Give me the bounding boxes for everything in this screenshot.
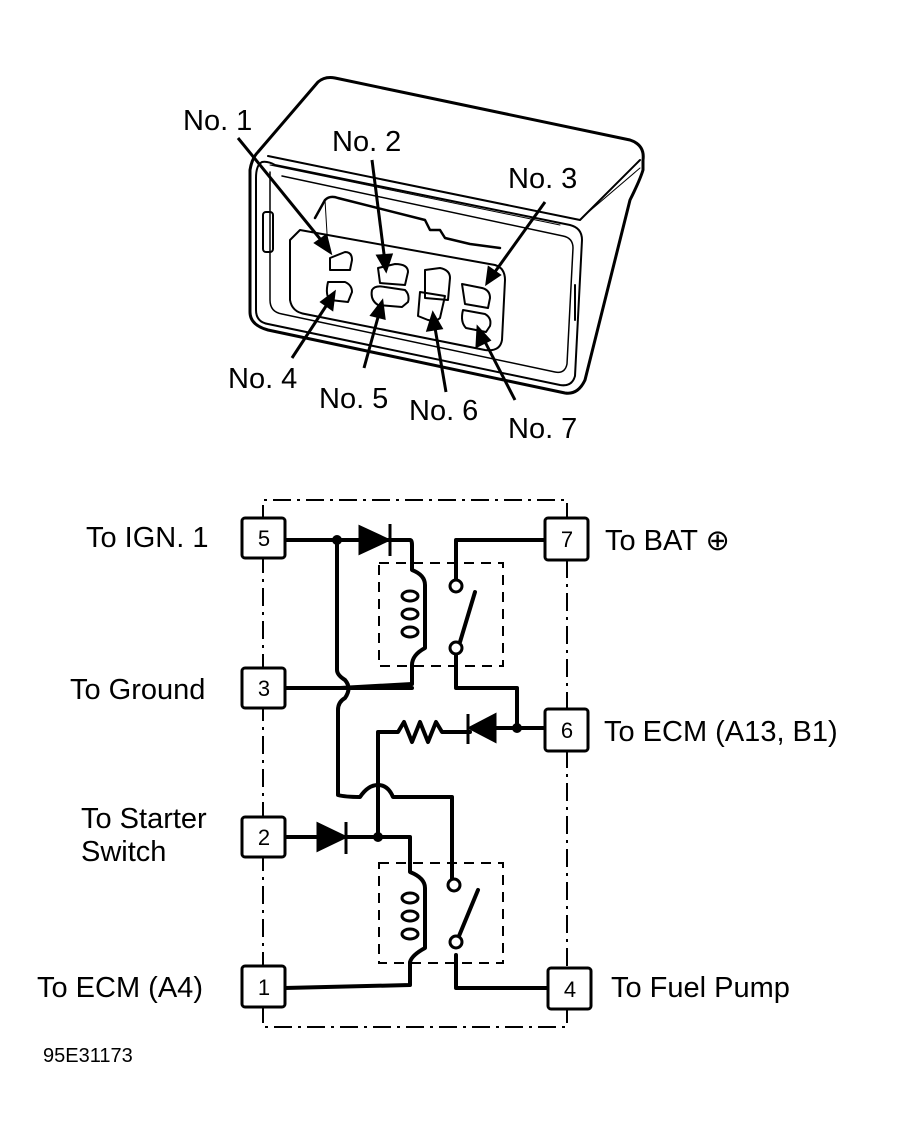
wire-relay1-to-pin6 (454, 650, 547, 730)
relay2-box (378, 862, 504, 964)
terminal-2-num: 2 (258, 825, 270, 850)
label-to-starter-switch-line2: Switch (81, 836, 167, 868)
relay2-contact-bottom (448, 934, 464, 950)
terminal-6-num: 6 (561, 718, 573, 743)
wire-resistor (376, 720, 472, 838)
terminal-3-num: 3 (258, 676, 270, 701)
pin-label-no7: No. 7 (508, 413, 578, 445)
relay1-coil (400, 589, 420, 603)
label-to-starter-switch-line1: To Starter (81, 803, 207, 835)
relay1-contact-bottom (448, 640, 464, 656)
terminal-5-num: 5 (258, 526, 270, 551)
relay1-switch-arm (458, 590, 477, 644)
terminal-5-box (240, 516, 287, 560)
relay2-contact-top (446, 877, 462, 893)
arrow-no1 (236, 137, 327, 246)
pin-label-no5: No. 5 (319, 383, 389, 415)
pin-label-no4: No. 4 (228, 363, 298, 395)
arrow-no3 (490, 201, 547, 277)
label-to-ign1: To IGN. 1 (86, 522, 209, 554)
wire-pin5-vertical (335, 538, 454, 882)
housing-front-face (255, 160, 583, 387)
terminal-2-box (240, 815, 287, 859)
terminal-4-num: 4 (564, 977, 576, 1002)
label-to-ecm-a13-b1: To ECM (A13, B1) (604, 716, 838, 748)
diode-pin6 (466, 712, 497, 744)
terminal-4-box (546, 966, 593, 1011)
pin-label-no1: No. 1 (183, 105, 253, 137)
diode-pin5 (358, 524, 392, 556)
housing-outline (248, 76, 645, 395)
terminal-7-num: 7 (561, 527, 573, 552)
wire-pin7 (454, 538, 547, 582)
terminal-6-box (543, 707, 590, 753)
terminal-1-num: 1 (258, 975, 270, 1000)
terminal-3-box (240, 666, 287, 710)
arrow-no2 (370, 159, 387, 263)
diode-pin2 (316, 821, 349, 853)
pin-label-no3: No. 3 (508, 163, 578, 195)
arrow-no4 (290, 299, 332, 359)
label-to-bat: To BAT ⊕ (605, 527, 730, 556)
relay1-contact-top (448, 578, 464, 594)
terminal-7-box (543, 516, 590, 562)
relay2-coil (400, 891, 420, 905)
arrow-no7 (480, 335, 517, 401)
label-to-bat-text: To BAT (605, 525, 698, 557)
relay2-switch-arm (457, 888, 480, 938)
arrow-no5 (362, 309, 382, 369)
pin-label-no2: No. 2 (332, 126, 402, 158)
battery-positive-icon: ⊕ (705, 525, 730, 557)
wire-pin5 (283, 538, 427, 690)
relay1-box (378, 562, 504, 667)
terminal-1-box (240, 964, 287, 1009)
enclosure-outline (262, 499, 568, 1028)
pin-label-no6: No. 6 (409, 395, 479, 427)
wire-relay2-to-pin4 (454, 953, 550, 990)
figure-id: 95E31173 (43, 1045, 133, 1067)
label-to-ground: To Ground (70, 674, 206, 706)
label-to-fuel-pump: To Fuel Pump (611, 972, 790, 1004)
arrow-no6 (432, 321, 448, 393)
label-to-ecm-a4: To ECM (A4) (37, 972, 203, 1004)
